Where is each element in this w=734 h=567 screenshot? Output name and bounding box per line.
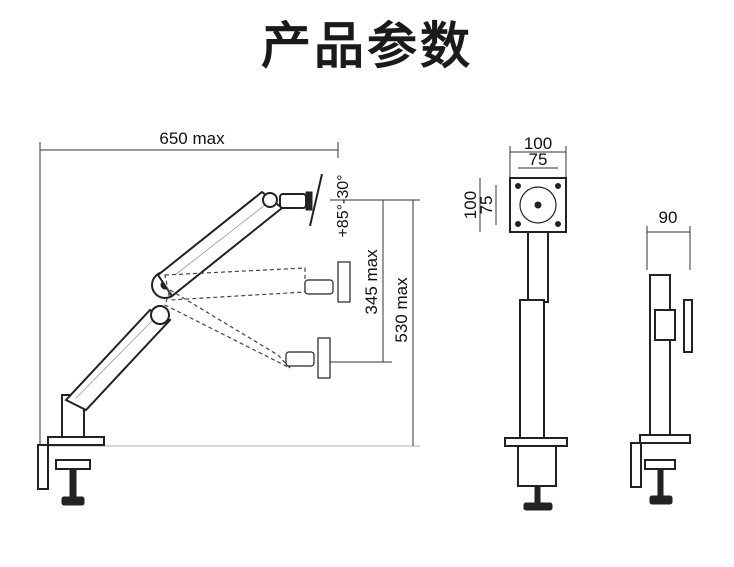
lower-arm-joint (150, 305, 170, 325)
upper-arm-raised-detail (174, 204, 266, 276)
depth-label: 90 (659, 208, 678, 227)
upper-arm-raised (156, 190, 284, 298)
vesa-inner-width-label: 75 (529, 150, 548, 169)
profile-base (639, 434, 691, 444)
front-pole (519, 299, 545, 441)
profile-clamp-jaw (644, 459, 676, 470)
upper-arm-raised-joint (262, 192, 278, 208)
vesa-outer-height-label: 100 (461, 191, 480, 219)
profile-clamp-screw (657, 468, 664, 498)
clamp-knob (61, 496, 85, 506)
tilt-label: +85°-30° (335, 174, 352, 237)
middle-tilt-head (304, 279, 334, 295)
desk-clamp (37, 436, 105, 506)
vesa-hole (515, 221, 521, 227)
vesa-hole (555, 183, 561, 189)
clamp-jaw (55, 459, 91, 470)
full-height-label: 530 max (392, 277, 411, 343)
front-clamp-screw (534, 485, 541, 505)
profile-plate (683, 299, 693, 353)
vesa-hole (515, 183, 521, 189)
lower-arm (64, 308, 172, 412)
vesa-hole (555, 221, 561, 227)
vesa-outer-width-label: 100 (524, 134, 552, 153)
lower-arm-detail (75, 317, 156, 399)
side-view: 650 max 345 max 530 max +85°-30° (37, 129, 420, 506)
raised-tilt-head (279, 193, 307, 209)
profile-view: 90 (630, 208, 693, 505)
middle-monitor-plate (337, 261, 351, 303)
vesa-inner-height-label: 75 (477, 196, 496, 215)
front-neck (527, 231, 549, 303)
profile-clamp-knob (649, 495, 673, 505)
profile-head (654, 309, 676, 341)
mid-height-label: 345 max (362, 249, 381, 315)
upper-arm-lowered (164, 289, 291, 369)
lowered-tilt-head (285, 351, 315, 367)
raised-vesa-mount (305, 191, 313, 211)
clamp-screw (69, 468, 77, 498)
front-base (504, 437, 568, 447)
clamp-plate (37, 444, 49, 490)
profile-pole (649, 274, 671, 436)
vesa-center (534, 201, 542, 209)
clamp-top (47, 436, 105, 446)
width-label: 650 max (159, 129, 225, 148)
lowered-monitor-plate (317, 337, 331, 379)
profile-clamp-plate (630, 442, 642, 488)
front-clamp-knob (523, 502, 553, 511)
front-view: 100 75 100 75 (461, 134, 568, 511)
raised-monitor-plate (309, 173, 323, 227)
front-clamp (517, 445, 557, 487)
page-title: 产品参数 (261, 17, 473, 75)
